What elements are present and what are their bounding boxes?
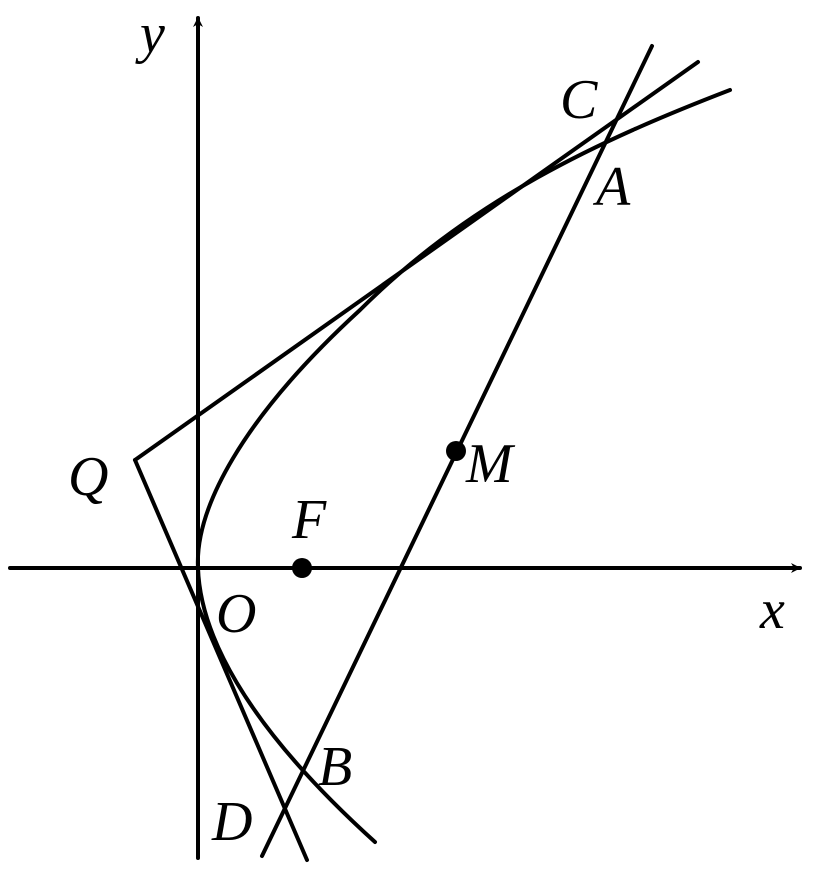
point-q-label: Q: [68, 446, 108, 508]
tangent-line-qd: [133, 458, 309, 862]
origin-label: O: [216, 583, 256, 645]
point-d-label: D: [211, 791, 252, 853]
point-m: [446, 441, 466, 461]
point-f-label: F: [291, 489, 327, 551]
y-axis-label: y: [135, 3, 165, 65]
point-b-label: B: [318, 736, 352, 798]
point-m-label: M: [465, 433, 516, 495]
parabola-curve: [195, 88, 732, 844]
point-f: [292, 558, 312, 578]
point-a-label: A: [592, 156, 631, 218]
point-c-label: C: [560, 69, 598, 131]
x-axis-label: x: [759, 579, 785, 641]
tangent-line-qc: [133, 60, 700, 462]
